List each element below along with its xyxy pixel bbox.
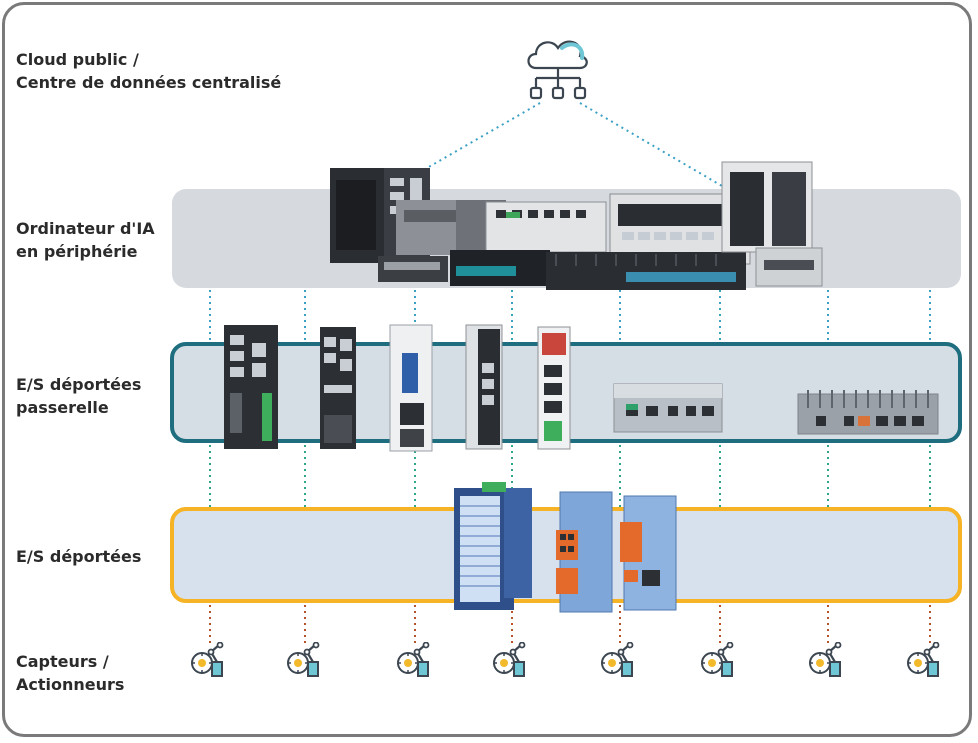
sensor-actuator-icon	[190, 642, 224, 678]
sensor-actuator-icon	[492, 642, 526, 678]
label-gateway-io: E/S déportées passerelle	[16, 375, 142, 417]
gateway-device-2	[320, 327, 356, 449]
sensor-actuator-icon	[906, 642, 940, 678]
cloud-network-icon	[527, 40, 588, 100]
label-sensors-actuators: Capteurs / Actionneurs	[16, 652, 125, 694]
gateway-device-7	[797, 390, 939, 435]
sensor-actuator-icon	[396, 642, 430, 678]
sensor-actuator-icon	[700, 642, 734, 678]
edge-ai-computers-image	[330, 161, 823, 290]
gateway-device-1	[224, 325, 278, 449]
gateway-device-6	[613, 383, 723, 433]
label-remote-io: E/S déportées	[16, 547, 142, 566]
gateway-device-3	[389, 324, 433, 452]
sensor-actuator-icon	[808, 642, 842, 678]
remote-io-module-3	[620, 495, 677, 611]
sensor-actuator-icon	[286, 642, 320, 678]
label-cloud: Cloud public / Centre de données central…	[16, 50, 282, 92]
gateway-device-4	[465, 324, 503, 450]
label-edge-ai: Ordinateur d'IA en périphérie	[16, 219, 155, 261]
sensor-actuator-icon	[600, 642, 634, 678]
remote-io-module-2	[556, 491, 613, 613]
remote-io-module-1	[454, 482, 532, 610]
gateway-device-5	[537, 326, 571, 450]
